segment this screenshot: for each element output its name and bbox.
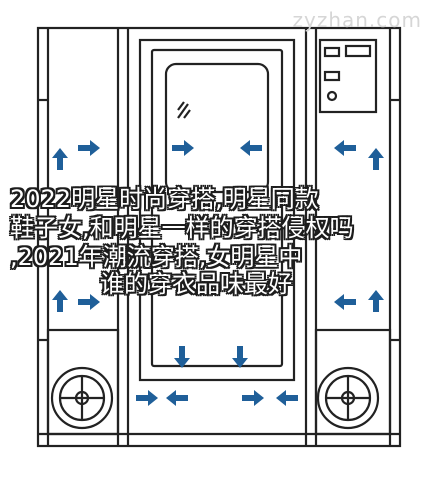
- airflow-arrow-icon: [334, 140, 356, 156]
- airflow-arrow-icon: [52, 148, 68, 170]
- caption-line-1: 2022明星时尚穿搭,明星同款: [10, 185, 319, 213]
- airflow-arrow-icon: [368, 148, 384, 170]
- airflow-arrow-icon: [242, 390, 264, 406]
- watermark-text: zyzhan.com: [292, 8, 422, 32]
- door-panel: [150, 48, 284, 368]
- airflow-arrow-icon: [166, 390, 188, 406]
- airflow-arrow-icon: [174, 346, 190, 368]
- airflow-arrow-icon: [368, 290, 384, 312]
- caption-line-4: 谁的穿衣品味最好: [100, 270, 292, 298]
- caption-line-3: ,2021年潮流穿搭,女明星中: [10, 243, 303, 271]
- fan-icon: [50, 366, 380, 430]
- airflow-arrow-icon: [136, 390, 158, 406]
- control-panel-icon: [318, 38, 378, 114]
- airflow-arrow-icon: [240, 140, 262, 156]
- cabinet-outline: [36, 26, 402, 448]
- airflow-arrow-icon: [232, 346, 248, 368]
- airflow-arrow-icon: [78, 140, 100, 156]
- airflow-arrow-icon: [334, 294, 356, 310]
- airflow-arrow-icon: [276, 390, 298, 406]
- airflow-arrow-icon: [172, 140, 194, 156]
- airflow-arrow-icon: [52, 290, 68, 312]
- door-window-icon: [164, 62, 270, 194]
- door-frame: [138, 38, 296, 382]
- airflow-arrow-icon: [78, 294, 100, 310]
- caption-line-2: 鞋子女,和明星一样的穿搭侵权吗: [10, 214, 354, 242]
